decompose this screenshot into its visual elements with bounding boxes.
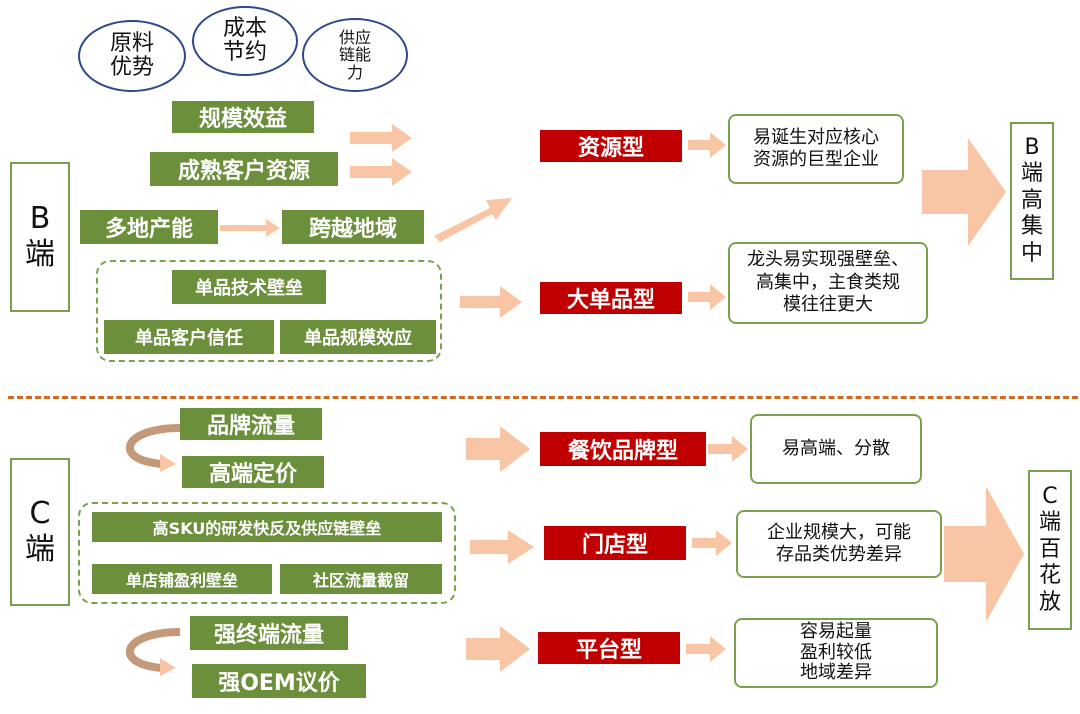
c-side-label: C 端 [10, 458, 70, 606]
b-side-label: B 端 [10, 162, 70, 312]
desc-store: 企业规模大，可能 存品类优势差异 [736, 510, 942, 578]
factor-high-end-pricing-text: 高端定价 [208, 462, 297, 487]
type-platform-text: 平台型 [575, 638, 642, 663]
arrow-brand-to-catering [466, 426, 530, 472]
factor-multi-region-capacity-text: 多地产能 [104, 217, 193, 242]
desc-store-text: 企业规模大，可能 存品类优势差异 [767, 521, 911, 566]
arrow-terminal-to-platform [466, 626, 530, 672]
curved-arrow-brand [125, 424, 181, 472]
factor-strong-terminal-traffic-text: 强终端流量 [213, 623, 324, 648]
arrow-cross-to-resource [434, 198, 512, 242]
type-big-single-text: 大单品型 [566, 288, 655, 313]
arrow-single-to-big [460, 286, 522, 318]
arrow-b-conclusion [922, 138, 1006, 246]
type-resource: 资源型 [540, 130, 682, 162]
c-side-label-text: C 端 [25, 496, 55, 567]
factor-high-sku: 高SKU的研发快反及供应链壁垒 [92, 512, 442, 542]
desc-big-single-text: 龙头易实现强壁垒、 高集中，主食类规 模往往更大 [747, 249, 909, 316]
section-divider [8, 396, 1078, 399]
factor-multi-region-capacity: 多地产能 [80, 210, 218, 244]
factor-strong-oem-pricing-text: 强OEM议价 [218, 671, 340, 696]
type-store-text: 门店型 [581, 533, 648, 558]
single-product-group [96, 260, 442, 362]
desc-resource: 易诞生对应核心 资源的巨型企业 [728, 114, 904, 184]
arrow-scale-benefit [350, 124, 412, 152]
arrow-resource-to-desc [688, 132, 726, 158]
arrow-catering-to-desc [708, 436, 748, 462]
factor-store-profit-barrier-text: 单店铺盈利壁垒 [125, 571, 238, 590]
desc-catering-text: 易高端、分散 [782, 437, 890, 459]
ellipse-supply-chain-text: 供应 链能 力 [338, 27, 371, 82]
factor-single-tech-barrier: 单品技术壁垒 [172, 270, 326, 304]
arrow-c-conclusion [944, 486, 1024, 622]
factor-brand-traffic: 品牌流量 [180, 408, 322, 440]
factor-high-end-pricing: 高端定价 [182, 456, 324, 488]
type-store: 门店型 [544, 526, 686, 560]
ellipse-cost-saving: 成本 节约 [192, 6, 298, 76]
desc-platform-text: 容易起量 盈利较低 地域差异 [800, 620, 872, 684]
factor-single-client-trust-text: 单品客户信任 [135, 328, 243, 349]
factor-cross-region: 跨越地域 [282, 210, 424, 244]
b-conclusion: B 端 高 集 中 [1010, 122, 1054, 280]
ellipse-raw-material-text: 原料 优势 [109, 30, 154, 80]
factor-cross-region-text: 跨越地域 [308, 217, 397, 242]
factor-high-sku-text: 高SKU的研发快反及供应链壁垒 [152, 519, 382, 538]
factor-scale-benefit-text: 规模效益 [198, 107, 287, 132]
b-conclusion-text: B 端 高 集 中 [1020, 135, 1043, 266]
factor-scale-benefit: 规模效益 [172, 101, 314, 133]
factor-community-traffic: 社区流量截留 [280, 564, 442, 594]
type-resource-text: 资源型 [577, 136, 644, 161]
arrow-store-to-desc [692, 530, 732, 556]
factor-community-traffic-text: 社区流量截留 [312, 571, 409, 590]
type-catering-brand-text: 餐饮品牌型 [567, 439, 678, 464]
curved-arrow-terminal [125, 628, 181, 676]
type-catering-brand: 餐饮品牌型 [540, 432, 706, 466]
factor-strong-terminal-traffic: 强终端流量 [190, 616, 348, 650]
type-platform: 平台型 [538, 632, 680, 664]
b-side-label-text: B 端 [25, 201, 55, 272]
arrow-big-to-desc [688, 284, 726, 310]
c-conclusion: C 端 百 花 放 [1028, 470, 1072, 630]
factor-single-tech-barrier-text: 单品技术壁垒 [195, 278, 303, 299]
factor-mature-clients: 成熟客户资源 [150, 152, 338, 186]
factor-strong-oem-pricing: 强OEM议价 [192, 664, 366, 698]
store-factor-group [78, 502, 456, 604]
factor-store-profit-barrier: 单店铺盈利壁垒 [92, 564, 272, 594]
desc-platform: 容易起量 盈利较低 地域差异 [734, 618, 938, 688]
factor-mature-clients-text: 成熟客户资源 [177, 159, 310, 184]
ellipse-raw-material: 原料 优势 [78, 20, 186, 92]
c-conclusion-text: C 端 百 花 放 [1038, 484, 1061, 615]
factor-single-scale-effect-text: 单品规模效应 [304, 328, 412, 349]
arrow-platform-to-desc [686, 636, 726, 662]
ellipse-supply-chain: 供应 链能 力 [302, 18, 408, 92]
desc-resource-text: 易诞生对应核心 资源的巨型企业 [753, 126, 879, 171]
desc-big-single: 龙头易实现强壁垒、 高集中，主食类规 模往往更大 [728, 242, 928, 324]
arrow-group-to-store [470, 530, 534, 564]
type-big-single: 大单品型 [540, 282, 682, 314]
arrow-mature-clients [350, 158, 412, 186]
desc-catering: 易高端、分散 [750, 414, 922, 484]
ellipse-cost-saving-text: 成本 节约 [222, 15, 267, 65]
factor-single-client-trust: 单品客户信任 [104, 320, 274, 354]
factor-brand-traffic-text: 品牌流量 [206, 414, 295, 439]
factor-single-scale-effect: 单品规模效应 [280, 320, 436, 354]
arrow-capacity-to-cross [220, 219, 280, 237]
